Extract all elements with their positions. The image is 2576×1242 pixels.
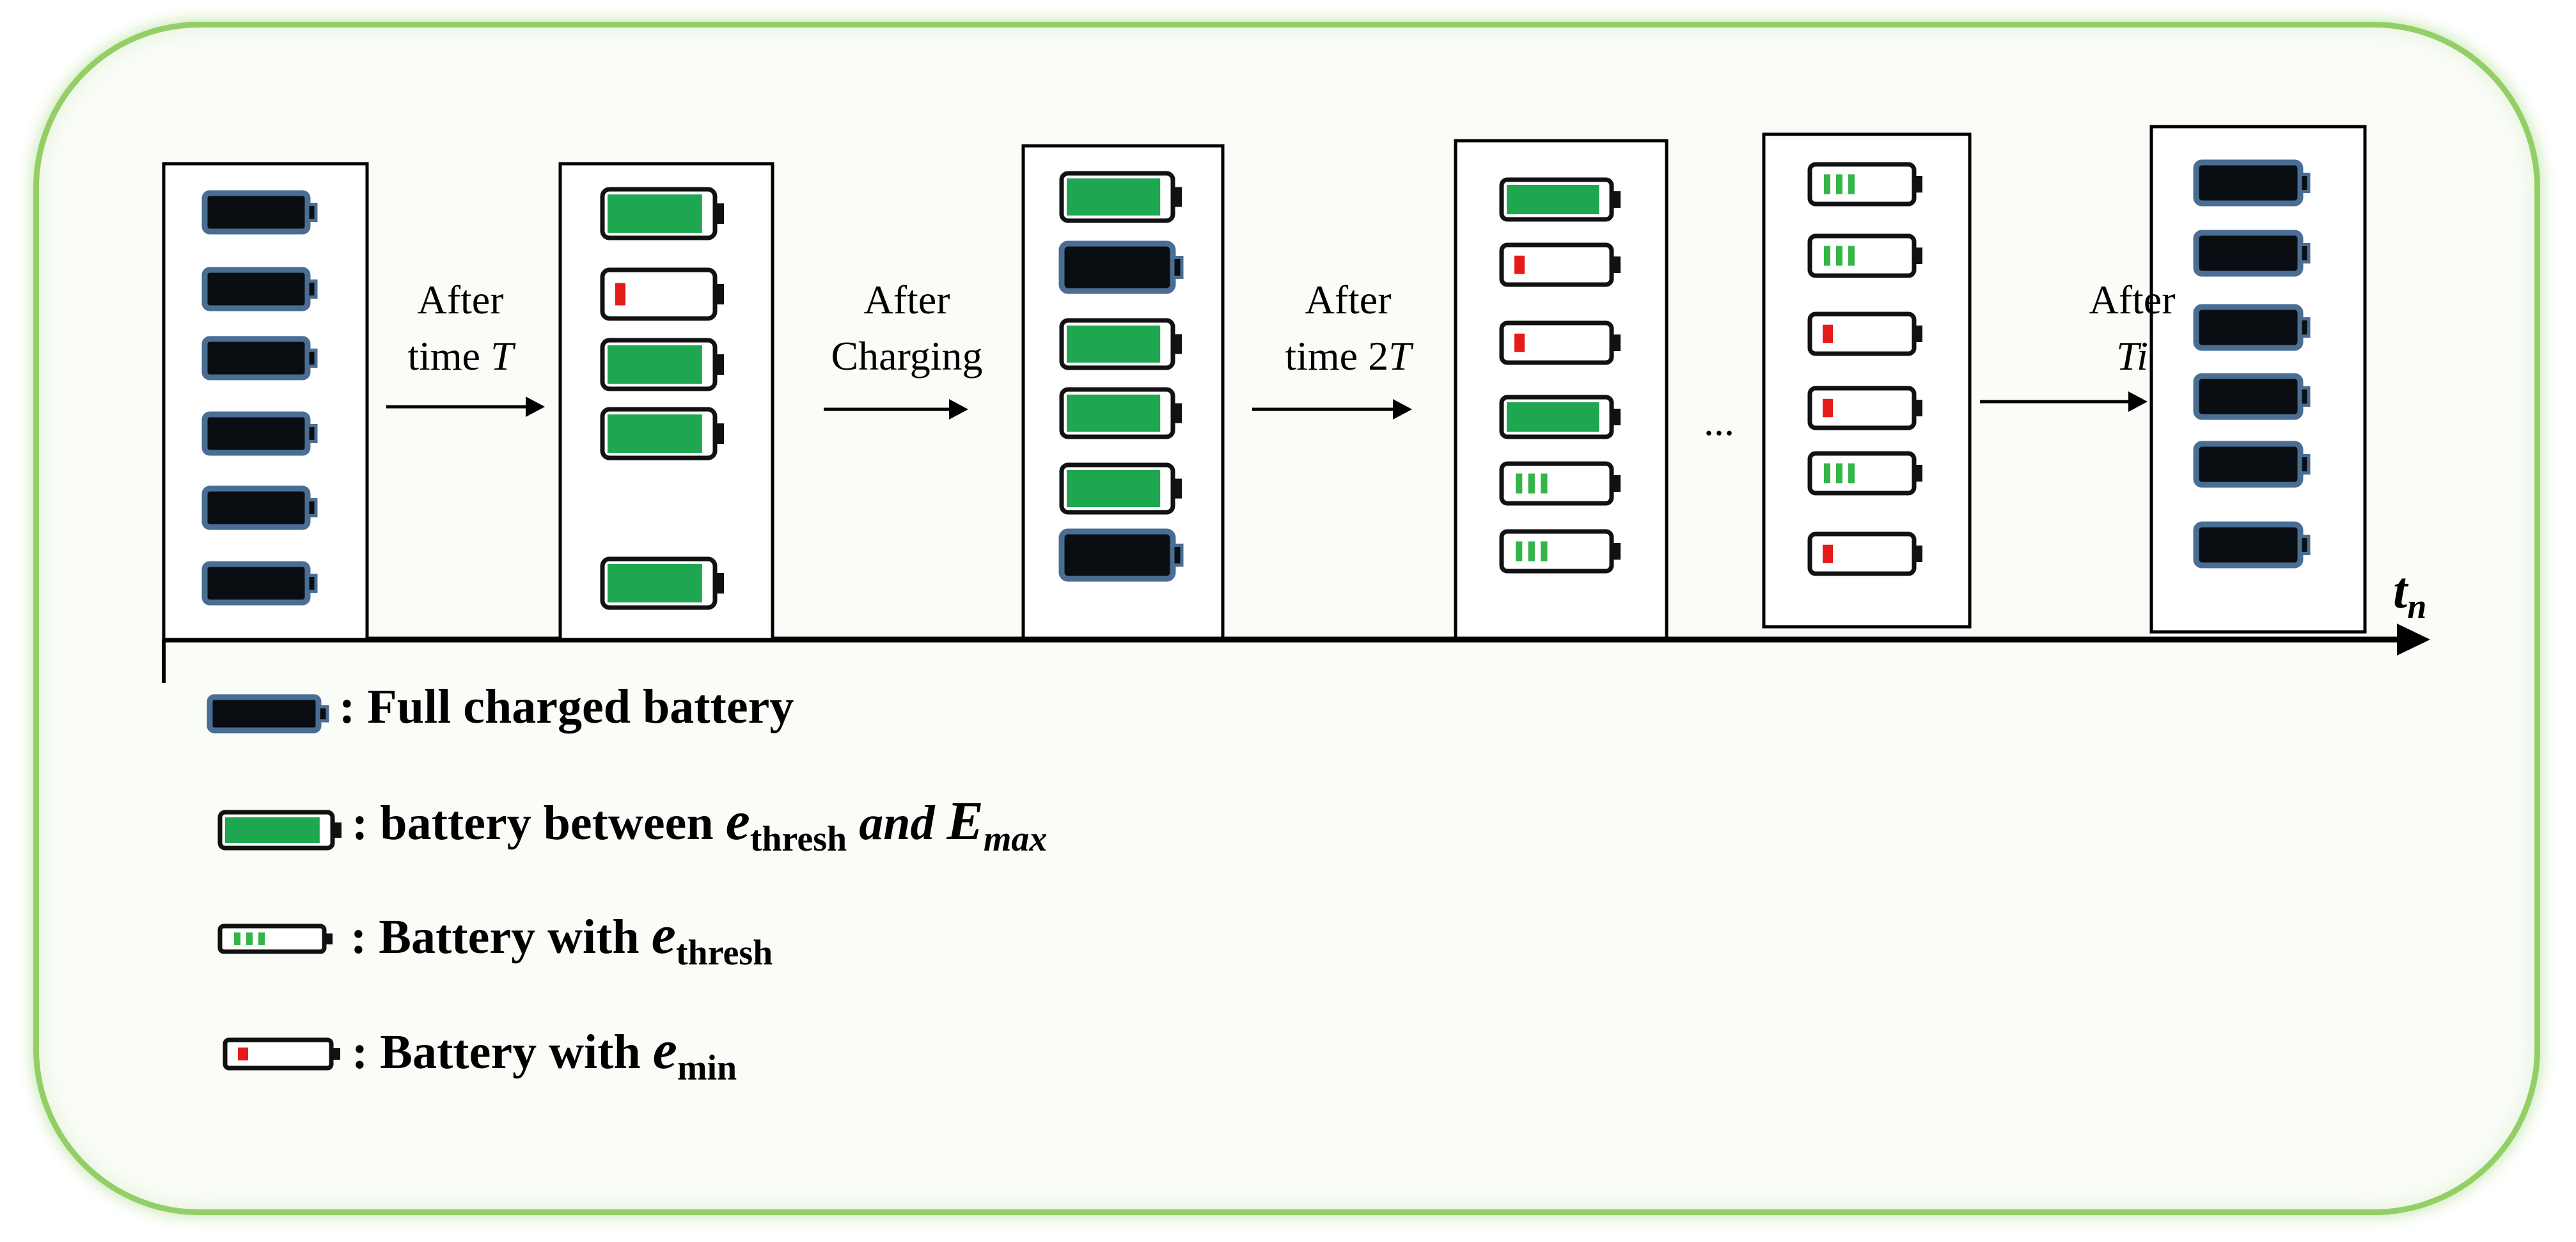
battery-full-icon — [1058, 240, 1184, 294]
column-intermediate — [1762, 132, 1972, 629]
legend-label: : Full charged battery — [339, 680, 794, 734]
transition-label-line2: time T — [407, 333, 516, 379]
battery-full-icon — [201, 267, 318, 311]
battery-full-icon — [201, 411, 318, 456]
legend-item-min: : Battery with emin — [223, 1019, 737, 1088]
legend-item-thresh: : Battery with ethresh — [217, 904, 773, 973]
legend-item-green: : battery between ethresh and Emax — [217, 790, 1047, 859]
battery-min-icon — [1807, 531, 1922, 576]
legend-label: : Battery with emin — [352, 1019, 737, 1088]
battery-min-icon — [1807, 386, 1922, 430]
column-after-t — [558, 162, 774, 641]
axis-arrowhead — [2397, 624, 2430, 656]
battery-min-icon — [1807, 311, 1922, 356]
diagram-frame — [33, 22, 2540, 1215]
transition-arrowhead — [1393, 399, 1412, 420]
battery-thresh-icon — [1499, 461, 1621, 506]
transition-label-line1: After — [1305, 277, 1391, 322]
transition-label-line1: After — [863, 277, 950, 322]
legend-battery-thresh-icon — [217, 924, 333, 954]
battery-min-icon — [1499, 242, 1621, 287]
battery-green-icon — [1059, 462, 1182, 515]
column-after-charging — [1021, 144, 1225, 640]
battery-thresh-icon — [1807, 233, 1922, 278]
transition-1: After time T — [386, 277, 545, 417]
battery-green-icon — [1059, 387, 1182, 439]
battery-thresh-icon — [1807, 451, 1922, 496]
battery-green-icon — [1059, 318, 1182, 370]
transition-label-line1: After — [417, 277, 503, 322]
battery-full-icon — [2193, 230, 2311, 277]
legend-battery-min-icon — [223, 1037, 340, 1071]
battery-thresh-icon — [1807, 162, 1922, 207]
battery-full-icon — [201, 190, 318, 235]
transition-label-line1: After — [2089, 277, 2175, 322]
ellipsis: ... — [1704, 398, 1734, 444]
transition-label-line2: time 2T — [1285, 333, 1414, 379]
time-axis: tn — [162, 563, 2430, 683]
battery-full-icon — [201, 336, 318, 381]
column-after-2t — [1454, 139, 1669, 640]
battery-full-icon — [2193, 521, 2311, 569]
column-box — [162, 162, 369, 641]
battery-green-icon — [600, 338, 724, 391]
battery-green-icon — [1499, 395, 1621, 439]
transition-label-line2: Charging — [831, 333, 982, 379]
battery-columns — [162, 125, 2367, 641]
battery-min-icon — [600, 267, 724, 321]
battery-full-icon — [2193, 373, 2311, 420]
transition-label-line2: Ti — [2116, 333, 2148, 379]
column-initial — [162, 162, 369, 641]
legend-label: : Battery with ethresh — [350, 904, 773, 973]
battery-green-icon — [600, 407, 724, 460]
transition-arrowhead — [2128, 391, 2148, 412]
legend-battery-full-icon — [207, 694, 329, 734]
battery-green-icon — [600, 556, 724, 610]
battery-full-icon — [201, 485, 318, 530]
battery-green-icon — [600, 187, 724, 240]
battery-full-icon — [2193, 304, 2311, 351]
transition-arrowhead — [526, 397, 545, 417]
legend-item-full: : Full charged battery — [207, 680, 794, 734]
battery-thresh-icon — [1499, 529, 1621, 574]
battery-full-icon — [201, 561, 318, 606]
battery-full-icon — [2193, 159, 2311, 207]
legend: : Full charged battery : battery between … — [207, 680, 1047, 1088]
battery-full-icon — [2193, 441, 2311, 488]
legend-label: : battery between ethresh and Emax — [352, 790, 1047, 859]
battery-full-icon — [1058, 528, 1184, 582]
battery-green-icon — [1059, 171, 1182, 223]
column-final — [2149, 125, 2367, 634]
transition-3: After time 2T — [1252, 277, 1414, 420]
legend-battery-green-icon — [217, 810, 342, 851]
battery-min-icon — [1499, 320, 1621, 365]
transition-arrowhead — [949, 399, 968, 420]
battery-green-icon — [1499, 177, 1621, 222]
axis-label: tn — [2393, 563, 2426, 625]
